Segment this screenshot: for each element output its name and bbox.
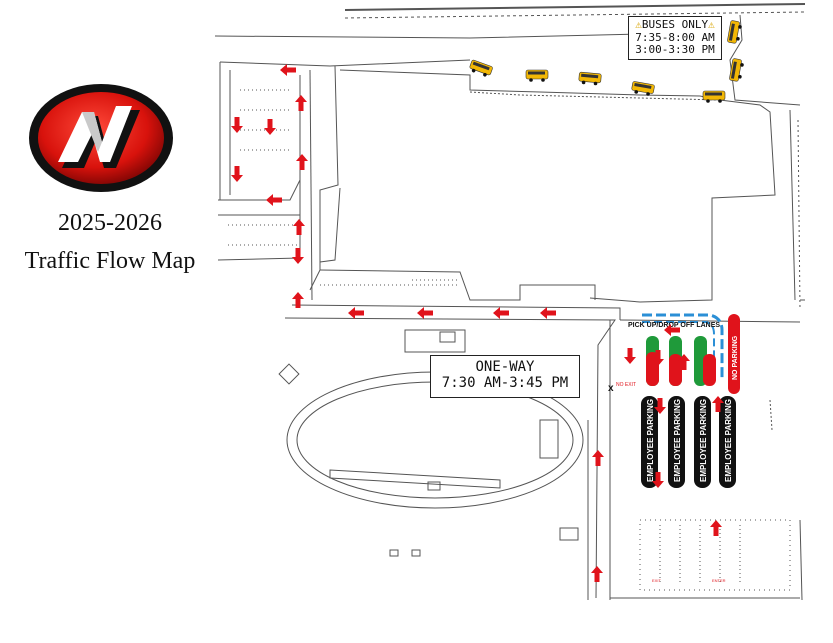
direction-arrow-left (664, 324, 680, 336)
employee-parking-strips: EMPLOYEE PARKING EMPLOYEE PARKING EMPLOYEE… (641, 396, 736, 488)
map-year: 2025-2026 (58, 210, 162, 236)
svg-text:x: x (608, 383, 614, 394)
direction-arrow-down (654, 398, 666, 414)
direction-arrow-up (678, 354, 690, 370)
warning-icon: ⚠ (635, 18, 642, 31)
direction-arrow-up (296, 154, 308, 170)
direction-arrow-left (493, 307, 509, 319)
school-bus-icon (727, 20, 742, 44)
direction-arrow-up (710, 520, 722, 536)
no-exit-label: NO EXIT (616, 382, 636, 388)
pickup-lanes-label: PICK UP/DROP OFF LANES (628, 322, 720, 329)
one-way-hours: 7:30 AM-3:45 PM (441, 375, 569, 392)
direction-arrow-down (231, 166, 243, 182)
no-parking-label: NO PARKING (732, 335, 739, 380)
school-logo (28, 82, 174, 194)
enter-label: ENTER (712, 578, 726, 583)
employee-parking-strip: EMPLOYEE PARKING (668, 396, 685, 488)
direction-arrow-left (266, 194, 282, 206)
employee-parking-label: EMPLOYEE PARKING (724, 399, 733, 482)
bus-only-heading: BUSES ONLY (641, 18, 709, 31)
direction-arrow-down (652, 472, 664, 488)
school-buses (469, 20, 744, 103)
employee-parking-strip: EMPLOYEE PARKING (694, 396, 711, 488)
direction-arrow-down (652, 350, 664, 366)
employee-parking-strip: EMPLOYEE PARKING (641, 396, 658, 488)
pickup-lanes-marker: PICK UP/DROP OFF LANES (628, 313, 724, 380)
employee-parking-strip: EMPLOYEE PARKING (719, 396, 736, 488)
direction-arrow-left (280, 64, 296, 76)
school-logo-icon (29, 84, 173, 192)
school-bus-icon (525, 69, 549, 82)
bus-time-afternoon: 3:00-3:30 PM (635, 43, 715, 57)
direction-arrow-down (264, 119, 276, 135)
direction-arrow-down (231, 117, 243, 133)
direction-arrow-up (295, 95, 307, 111)
employee-parking-label: EMPLOYEE PARKING (699, 399, 708, 482)
map-title: Traffic Flow Map (24, 248, 196, 274)
one-way-notice: ONE-WAY 7:30 AM-3:45 PM (430, 355, 580, 398)
direction-arrow-up (712, 396, 724, 412)
direction-arrow-up (293, 219, 305, 235)
direction-arrow-left (348, 307, 364, 319)
direction-arrow-down (624, 348, 636, 364)
bus-only-notice: ⚠BUSES ONLY⚠ 7:35-8:00 AM 3:00-3:30 PM (628, 16, 722, 60)
school-bus-icon (729, 58, 744, 82)
direction-arrow-up (592, 450, 604, 466)
no-exit-marker: x NO EXIT (608, 382, 636, 394)
school-bus-icon (469, 59, 493, 77)
bus-time-morning: 7:35-8:00 AM (635, 30, 715, 44)
school-bus-icon (702, 90, 726, 103)
employee-parking-label: EMPLOYEE PARKING (673, 399, 682, 482)
direction-arrow-left (540, 307, 556, 319)
direction-arrow-up (292, 292, 304, 308)
school-bus-icon (578, 71, 602, 86)
direction-arrow-left (417, 307, 433, 319)
direction-arrow-down (292, 248, 304, 264)
one-way-heading: ONE-WAY (475, 359, 535, 375)
school-bus-icon (631, 81, 655, 96)
lane-strips: NO PARKING (646, 314, 740, 394)
employee-parking-label: EMPLOYEE PARKING (646, 399, 655, 482)
direction-arrow-up (591, 566, 603, 582)
traffic-arrows (231, 64, 724, 582)
exit-label: EXIT (652, 578, 661, 583)
